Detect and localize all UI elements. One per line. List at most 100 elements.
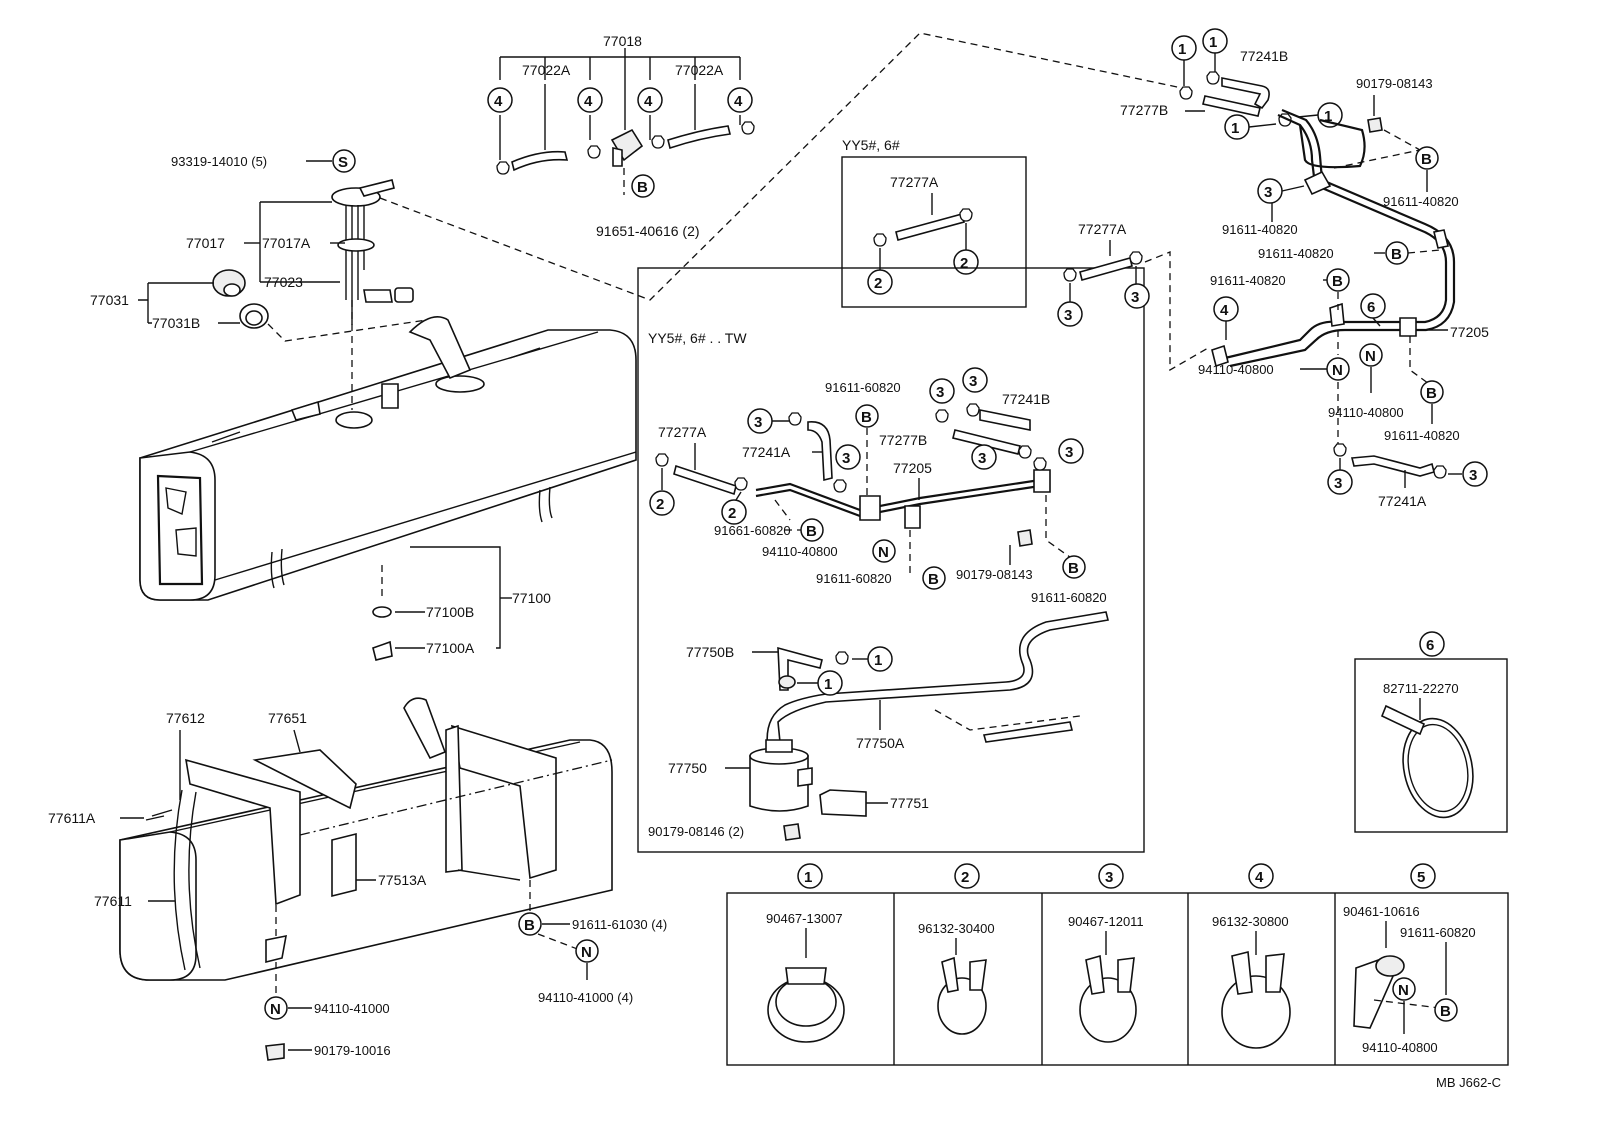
callout-N-r-a: N bbox=[1326, 357, 1350, 381]
callout-B-r-c: B bbox=[1326, 268, 1350, 292]
callout-B-box2-c: B bbox=[922, 566, 946, 590]
svg-text:2: 2 bbox=[656, 496, 664, 513]
svg-text:6: 6 bbox=[1426, 637, 1434, 654]
b-label-77611: 77611 bbox=[94, 893, 132, 909]
svg-text:3: 3 bbox=[1064, 307, 1072, 324]
box2-label-90179-08146: 90179-08146 (2) bbox=[648, 824, 744, 839]
r-label-90179-08143: 90179-08143 bbox=[1356, 76, 1433, 91]
callout-3-mid-b: 3 bbox=[1124, 283, 1150, 309]
label-77100: 77100 bbox=[512, 590, 551, 606]
callout-3-box2-e: 3 bbox=[971, 444, 997, 470]
callout-4-r: 4 bbox=[1213, 296, 1239, 322]
svg-text:3: 3 bbox=[1334, 475, 1342, 492]
svg-text:B: B bbox=[1068, 560, 1079, 577]
legend-1-part: 90467-13007 bbox=[766, 911, 843, 926]
svg-text:1: 1 bbox=[1178, 41, 1186, 58]
svg-text:3: 3 bbox=[1131, 289, 1139, 306]
box2-label-77750B: 77750B bbox=[686, 644, 734, 660]
legend-5-clamp-icon bbox=[1353, 955, 1441, 1029]
svg-text:N: N bbox=[581, 944, 592, 961]
svg-text:4: 4 bbox=[734, 93, 743, 110]
strap-right bbox=[445, 724, 557, 881]
box2-label-91611-60820-c: 91611-60820 bbox=[1031, 590, 1107, 605]
fuel-cap-77031 bbox=[212, 269, 269, 329]
label-77100B: 77100B bbox=[426, 604, 474, 620]
callout-4-c: 4 bbox=[637, 87, 663, 113]
legend-5-part-b: 91611-60820 bbox=[1400, 925, 1476, 940]
svg-text:4: 4 bbox=[644, 93, 653, 110]
callout-B-r-b: B bbox=[1385, 241, 1409, 265]
tie-band-82711 bbox=[1380, 704, 1474, 819]
b-label-77611A: 77611A bbox=[48, 810, 96, 826]
svg-text:1: 1 bbox=[804, 869, 812, 886]
svg-text:B: B bbox=[1332, 273, 1343, 290]
r-label-91611-40820-e: 91611-40820 bbox=[1384, 428, 1460, 443]
vent-hose-77750A bbox=[766, 611, 1109, 768]
callout-1-box2-b: 1 bbox=[817, 670, 843, 696]
legend-4-num: 4 bbox=[1248, 863, 1274, 889]
svg-text:N: N bbox=[878, 544, 889, 561]
label-77022A-right: 77022A bbox=[675, 62, 724, 78]
fuel-tank-77100 bbox=[139, 316, 637, 601]
svg-text:3: 3 bbox=[842, 450, 850, 467]
legend-5-part-a: 90461-10616 bbox=[1343, 904, 1420, 919]
svg-text:3: 3 bbox=[969, 373, 977, 390]
r-label-77205: 77205 bbox=[1450, 324, 1489, 340]
legend-5-num: 5 bbox=[1410, 863, 1436, 889]
svg-text:4: 4 bbox=[584, 93, 593, 110]
callout-4-a: 4 bbox=[487, 87, 513, 113]
label-77031B: 77031B bbox=[152, 315, 200, 331]
callout-1-r-b: 1 bbox=[1202, 28, 1228, 54]
callout-4-b: 4 bbox=[577, 87, 603, 113]
r-label-77277B: 77277B bbox=[1120, 102, 1168, 118]
svg-text:B: B bbox=[637, 179, 648, 196]
legend-3-clamp-icon bbox=[1079, 954, 1137, 1043]
callout-3-box2-d: 3 bbox=[962, 367, 988, 393]
legend-2-clamp-icon bbox=[937, 956, 987, 1035]
legend-3-num: 3 bbox=[1098, 863, 1124, 889]
label-77100A: 77100A bbox=[426, 640, 475, 656]
box2-label-94110-40800: 94110-40800 bbox=[762, 544, 838, 559]
callout-1-r-d: 1 bbox=[1224, 114, 1250, 140]
b-label-77612: 77612 bbox=[166, 710, 205, 726]
svg-text:B: B bbox=[806, 523, 817, 540]
strap-77612 bbox=[173, 749, 357, 971]
fuel-sender-gauge bbox=[331, 179, 414, 325]
svg-text:N: N bbox=[270, 1001, 281, 1018]
svg-text:B: B bbox=[524, 917, 535, 934]
svg-text:4: 4 bbox=[1220, 302, 1229, 319]
callout-6-r: 6 bbox=[1360, 293, 1386, 319]
callout-3-box2-c: 3 bbox=[929, 378, 955, 404]
footer-code: MB J662-C bbox=[1436, 1075, 1501, 1090]
svg-text:3: 3 bbox=[978, 450, 986, 467]
svg-text:4: 4 bbox=[494, 93, 503, 110]
svg-text:S: S bbox=[338, 154, 348, 171]
b-label-77651: 77651 bbox=[268, 710, 307, 726]
fuel-pipe-77205-box2 bbox=[755, 469, 1051, 529]
r-label-91611-40820-c: 91611-40820 bbox=[1258, 246, 1334, 261]
callout-N-b-b: N bbox=[575, 939, 599, 963]
svg-text:4: 4 bbox=[1255, 869, 1264, 886]
box1-title: YY5#, 6# bbox=[842, 137, 900, 153]
svg-text:6: 6 bbox=[1367, 299, 1375, 316]
legend-2-num: 2 bbox=[954, 863, 980, 889]
r-label-94110-40800-b: 94110-40800 bbox=[1328, 405, 1404, 420]
label-77017: 77017 bbox=[186, 235, 225, 251]
callout-B-box2-a: B bbox=[855, 404, 879, 428]
callout-S: S bbox=[332, 149, 356, 173]
callout-1-r-a: 1 bbox=[1171, 35, 1197, 61]
svg-text:2: 2 bbox=[961, 869, 969, 886]
svg-text:B: B bbox=[1426, 385, 1437, 402]
callout-2-box2-a: 2 bbox=[649, 490, 675, 516]
bracket-77751 bbox=[819, 789, 867, 817]
callout-1-box2-a: 1 bbox=[867, 646, 893, 672]
label-77022A-left: 77022A bbox=[522, 62, 571, 78]
variant-box-yy5-6-tw bbox=[637, 267, 1145, 853]
svg-text:B: B bbox=[928, 571, 939, 588]
charcoal-canister-77750 bbox=[749, 739, 813, 812]
fuel-pipe-77205-right bbox=[1211, 108, 1456, 368]
box2-label-77751: 77751 bbox=[890, 795, 929, 811]
svg-text:3: 3 bbox=[1264, 184, 1272, 201]
r-label-94110-40800-a: 94110-40800 bbox=[1198, 362, 1274, 377]
